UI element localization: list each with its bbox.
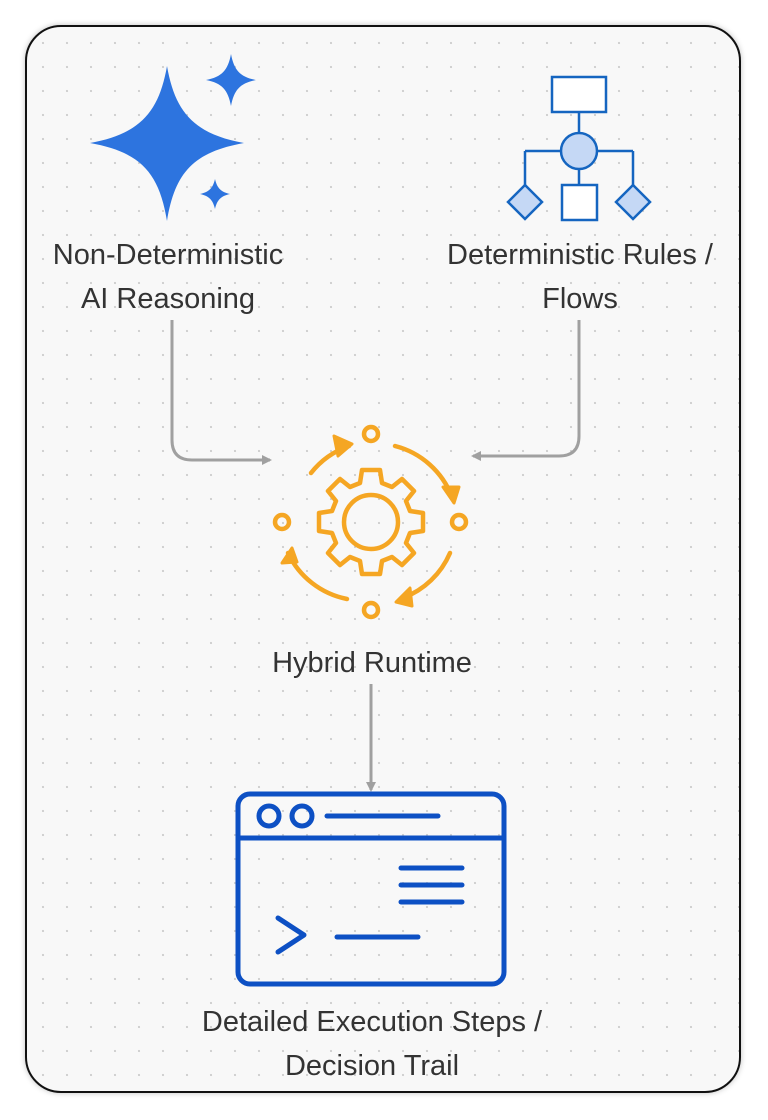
label-ai-reasoning-line2: AI Reasoning bbox=[80, 283, 256, 315]
terminal-window-icon bbox=[235, 791, 507, 987]
label-hybrid-runtime-line1: Hybrid Runtime bbox=[272, 647, 472, 679]
label-hybrid-runtime: Hybrid Runtime bbox=[220, 641, 524, 685]
label-ai-reasoning-line1: Non-Deterministic bbox=[52, 239, 284, 271]
label-deterministic-rules-line2: Flows bbox=[542, 283, 618, 315]
arrow-ai-to-runtime bbox=[170, 320, 272, 465]
label-ai-reasoning: Non-Deterministic AI Reasoning bbox=[20, 233, 316, 321]
flowchart-icon bbox=[506, 75, 652, 222]
sparkle-icon bbox=[90, 54, 256, 221]
gear-cycle-icon bbox=[272, 424, 469, 620]
label-deterministic-rules: Deterministic Rules / Flows bbox=[410, 233, 750, 321]
label-deterministic-rules-line1: Deterministic Rules / bbox=[447, 239, 713, 271]
arrow-rules-to-runtime bbox=[471, 320, 581, 461]
label-execution-steps-line2: Decision Trail bbox=[284, 1050, 460, 1082]
label-execution-steps: Detailed Execution Steps / Decision Trai… bbox=[150, 1000, 594, 1088]
label-execution-steps-line1: Detailed Execution Steps / bbox=[201, 1006, 543, 1038]
